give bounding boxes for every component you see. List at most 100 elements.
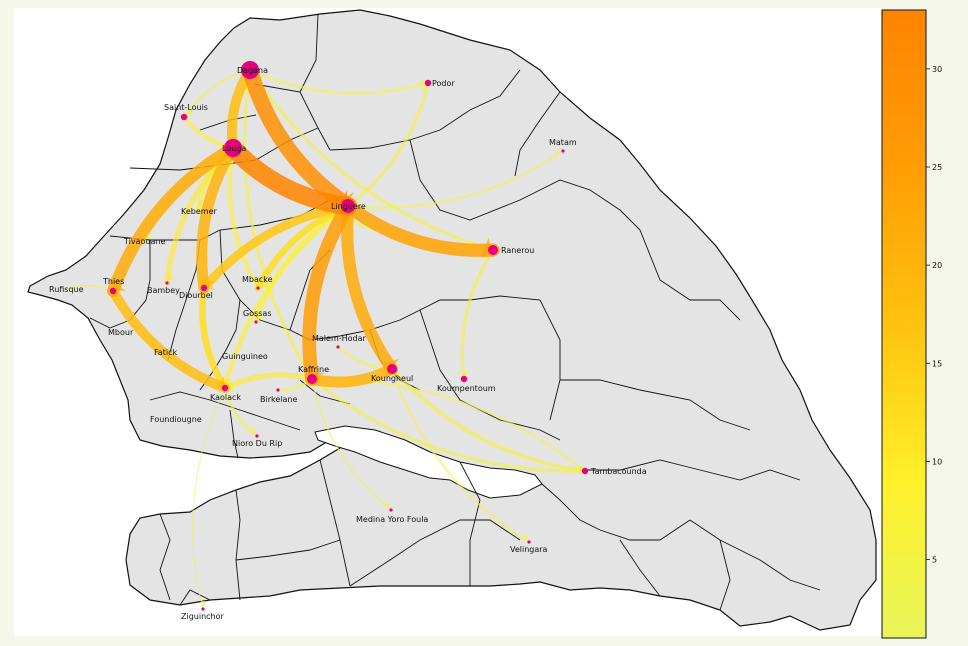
city-label-podor: Podor (432, 79, 455, 88)
city-label-linguere: Linguere (331, 202, 366, 211)
flow-arrowhead (198, 202, 206, 210)
city-label-guinguineo: Guinguineo (222, 352, 268, 361)
border-line (319, 459, 351, 587)
city-node-nioro-du-rip (255, 434, 259, 438)
border-line (349, 519, 521, 587)
city-node-kaolack (221, 384, 229, 392)
flow-arrowhead (196, 278, 215, 287)
flow-linguere-to-ranerou (341, 199, 500, 257)
city-label-foundiougne: Foundiougne (150, 415, 202, 424)
city-label-kebemer: Kebemer (181, 207, 217, 216)
flow-linguere-to-koungheul (341, 199, 399, 376)
border-line (235, 539, 341, 561)
border-line (719, 539, 731, 611)
city-label-koungheul: Koungheul (371, 374, 413, 383)
city-node-velingara (527, 540, 531, 544)
colorbar-tick-label: 15 (932, 359, 942, 368)
city-label-koumpentoum: Koumpentoum (437, 384, 496, 393)
flow-kaffrine-to-medina-yoro-foula (311, 378, 392, 511)
city-node-matam (561, 149, 565, 153)
city-node-podor (424, 79, 432, 87)
colorbar-tick-label: 30 (932, 65, 942, 74)
city-label-tambacounda: Tambacounda (590, 467, 647, 476)
border-line (409, 139, 641, 231)
flow-kaffrine-to-kaolack (222, 372, 315, 391)
flow-arrowhead (226, 382, 234, 392)
flow-dagana-to-podor (248, 68, 430, 95)
city-label-birkelane: Birkelane (260, 395, 297, 404)
flow-arrowhead (380, 358, 400, 368)
flow-louga-to-thies (106, 141, 240, 298)
colorbar-tick-label: 5 (932, 556, 937, 565)
city-node-thies (109, 287, 117, 295)
border-line (329, 69, 521, 151)
flow-arrowhead (302, 368, 325, 378)
flow-koungheul-to-velingara (390, 367, 531, 544)
flow-louga-to-diourbel (196, 142, 239, 294)
flow-arrowhead (521, 533, 528, 541)
flow-arrowhead (259, 278, 268, 287)
city-node-koumpentoum (460, 375, 468, 383)
city-node-koungheul (387, 364, 397, 374)
city-node-gossas (254, 320, 258, 324)
flow-arrowhead (200, 600, 207, 608)
flow-koungheul-to-tambacounda (390, 367, 587, 473)
city-label-kaffrine: Kaffrine (298, 365, 329, 374)
flow-arrowhead (419, 79, 427, 86)
city-label-nioro-du-rip: Nioro Du Rip (232, 439, 282, 448)
border-line (541, 483, 691, 541)
flow-arrowhead (257, 313, 264, 321)
flow-louga-to-linguere (223, 138, 358, 216)
city-label-rufisque: Rufisque (49, 285, 84, 294)
border-line (89, 240, 151, 329)
flow-thies-to-kaolack (108, 286, 230, 393)
city-label-ranerou: Ranerou (501, 246, 534, 255)
border-line (299, 13, 319, 93)
border-line (619, 539, 661, 597)
border-line (459, 461, 481, 586)
city-label-mbour: Mbour (108, 328, 134, 337)
border-line (580, 459, 801, 481)
city-node-diourbel (200, 284, 208, 292)
city-node-ranerou (488, 245, 498, 255)
border-line (499, 295, 561, 421)
border-line (219, 229, 331, 331)
flow-kaolack-to-ziguinchor (192, 387, 226, 610)
city-node-saint-louis (180, 113, 188, 121)
city-label-kaolack: Kaolack (210, 393, 241, 402)
flow-arrowhead (554, 150, 562, 156)
flow-arrowhead (213, 376, 225, 389)
city-label-layer: DaganaPodorSaint-LouisLougaMatamLinguere… (49, 66, 647, 621)
flow-dagana-to-ranerou (248, 68, 495, 252)
city-node-louga (224, 139, 242, 157)
city-node-mbacke (256, 286, 260, 290)
city-node-linguere (341, 199, 355, 213)
colorbar-tick-label: 25 (932, 163, 942, 172)
colorbar-tick-label: 10 (932, 457, 942, 466)
border-line (149, 391, 301, 431)
flow-dagana-to-linguere (242, 62, 356, 214)
city-label-malem-hodar: Malem-Hodar (312, 334, 367, 343)
city-label-ziguinchor: Ziguinchor (181, 612, 225, 621)
border-line (229, 409, 239, 459)
city-label-velingara: Velingara (510, 545, 548, 554)
border-line (639, 229, 741, 321)
city-node-ziguinchor (201, 607, 205, 611)
flow-arrowhead (166, 273, 175, 282)
border-line (560, 379, 751, 431)
gambia-river-cutout (314, 425, 543, 499)
border-line (179, 589, 211, 606)
flow-kaffrine-to-koungheul (306, 363, 398, 388)
city-label-louga: Louga (222, 144, 246, 153)
city-node-kaffrine (307, 374, 317, 384)
flow-kaffrine-to-tambacounda (310, 377, 587, 473)
border-line (159, 513, 171, 601)
border-line (689, 519, 821, 591)
flow-linguere-to-kaffrine (302, 199, 355, 386)
city-label-dagana: Dagana (237, 66, 268, 75)
city-label-diourbel: Diourbel (179, 291, 213, 300)
flow-kaolack-to-nioro-du-rip (223, 386, 259, 438)
flow-arrowhead (250, 427, 256, 435)
